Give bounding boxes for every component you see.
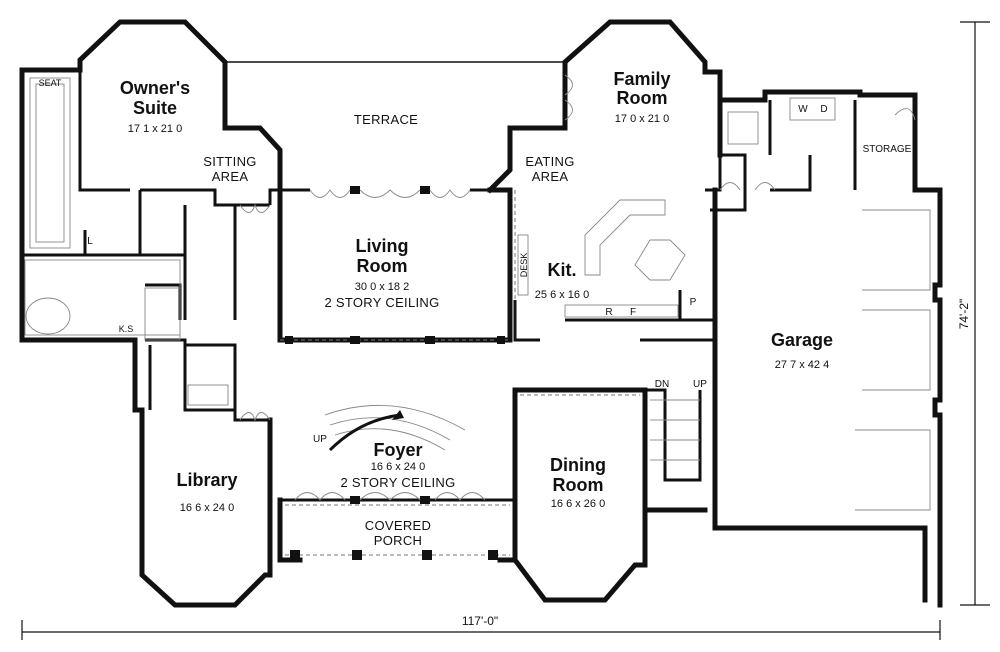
covered-porch-line1: COVERED (365, 518, 431, 533)
kitchen-desk: DESK (519, 253, 529, 278)
sitting-area-line2: AREA (212, 169, 249, 184)
garage-dims: 27 7 x 42 4 (775, 359, 829, 371)
foyer-dims: 16 6 x 24 0 (371, 461, 425, 473)
ks-label: K.S (119, 324, 134, 334)
eating-area-line1: EATING (525, 154, 574, 169)
dining-room-dims: 16 6 x 26 0 (551, 498, 605, 510)
foyer-name: Foyer (373, 440, 422, 460)
stairs-up-label: UP (693, 379, 707, 390)
sitting-area-line1: SITTING (203, 154, 256, 169)
dining-room-name-2: Room (553, 475, 604, 495)
living-room-note: 2 STORY CEILING (324, 295, 439, 310)
refrigerator-label: R (605, 307, 612, 318)
owners-suite-name-1: Owner's (120, 78, 190, 98)
dryer-label: D (820, 104, 827, 115)
stairs (324, 399, 700, 461)
exterior-walls (19, 19, 943, 608)
stairs-dn-label: DN (655, 379, 669, 390)
door-swings (239, 74, 916, 501)
interior-walls (22, 70, 857, 502)
freezer-label: F (630, 307, 636, 318)
dashed-lines (24, 77, 931, 556)
seat-label: SEAT (39, 78, 62, 88)
washer-label: W (798, 104, 808, 115)
foyer-up-label: UP (313, 434, 327, 445)
kitchen-name: Kit. (548, 260, 577, 280)
library-name: Library (176, 470, 237, 490)
columns (285, 186, 505, 560)
eating-area-line2: AREA (532, 169, 569, 184)
storage-label: STORAGE (863, 144, 912, 155)
family-room-name-2: Room (617, 88, 668, 108)
garage-name: Garage (771, 330, 833, 350)
living-room-name-1: Living (356, 236, 409, 256)
kitchen-dims: 25 6 x 16 0 (535, 289, 589, 301)
library-dims: 16 6 x 24 0 (180, 502, 234, 514)
living-room-dims: 30 0 x 18 2 (355, 281, 409, 293)
overall-depth: 74'-2" (957, 299, 971, 330)
dimension-lines (21, 21, 990, 640)
linen-label: L (87, 236, 93, 247)
owners-suite-dims: 17 1 x 21 0 (128, 123, 182, 135)
covered-porch-line2: PORCH (374, 533, 422, 548)
overall-width: 117'-0" (462, 614, 498, 628)
pantry-label: P (690, 297, 697, 308)
family-room-dims: 17 0 x 21 0 (615, 113, 669, 125)
terrace-label: TERRACE (354, 112, 418, 127)
owners-suite-name-2: Suite (133, 98, 177, 118)
foyer-note: 2 STORY CEILING (340, 475, 455, 490)
living-room-name-2: Room (357, 256, 408, 276)
family-room-name-1: Family (613, 69, 670, 89)
dining-room-name-1: Dining (550, 455, 606, 475)
